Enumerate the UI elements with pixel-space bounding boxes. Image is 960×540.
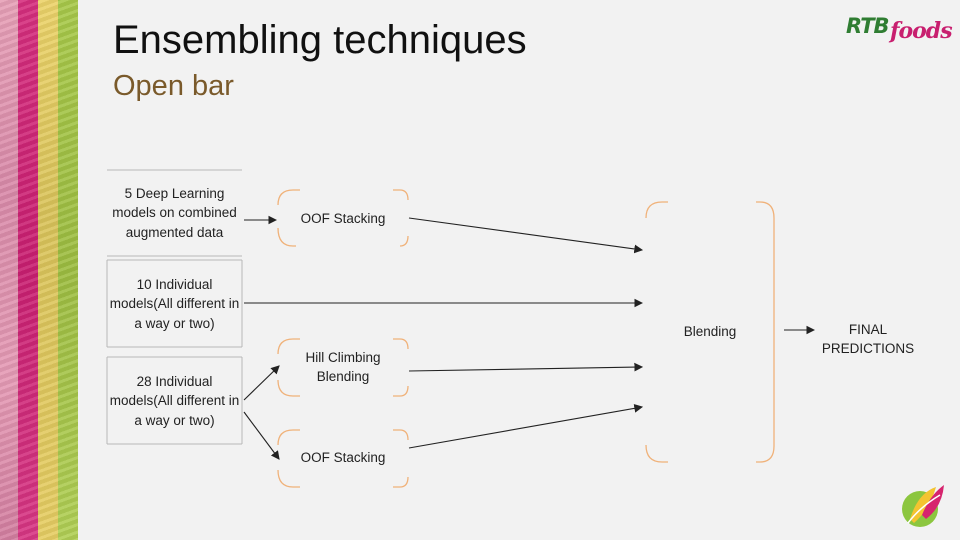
slide-title: Ensembling techniques — [113, 18, 527, 62]
method-oof-stacking-1: OOF Stacking — [300, 211, 386, 227]
stripe-pink-light — [0, 0, 18, 540]
fruit-logo-icon — [902, 485, 944, 527]
stripe-yellow — [38, 0, 58, 540]
method-box-1 — [277, 189, 409, 247]
method-hill-climbing: Hill Climbing Blending — [305, 349, 381, 385]
input-28-models: 28 Individual models(All different in a … — [109, 373, 240, 428]
arrow-input3-to-hill — [243, 365, 280, 401]
flow-arrows — [243, 215, 816, 460]
method-box-3 — [277, 429, 409, 488]
arrow-oof1-to-blending — [408, 217, 644, 254]
final-predictions-label: FINAL PREDICTIONS — [821, 321, 915, 357]
input-10-models: 10 Individual models(All different in a … — [109, 276, 240, 331]
slide-subtitle: Open bar — [113, 70, 234, 102]
input-boxes — [106, 169, 243, 445]
blending-box — [645, 201, 775, 463]
blending-label: Blending — [683, 324, 737, 340]
arrow-oof2-to-blending — [408, 404, 644, 449]
stripe-magenta — [18, 0, 38, 540]
rtbfoods-logo: RTB foods — [846, 8, 958, 52]
arrow-hill-to-blending — [408, 362, 644, 372]
input-deep-learning: 5 Deep Learning models on combined augme… — [112, 185, 237, 240]
decorative-side-banner — [0, 0, 78, 540]
arrow-input3-to-oof2 — [243, 411, 280, 460]
stripe-texture — [0, 0, 78, 540]
method-oof-stacking-2: OOF Stacking — [300, 450, 386, 466]
logo-rtb-text: RTB — [846, 14, 890, 38]
stripe-green — [58, 0, 78, 540]
method-box-2 — [277, 338, 409, 397]
logo-foods-text: foods — [890, 18, 953, 44]
